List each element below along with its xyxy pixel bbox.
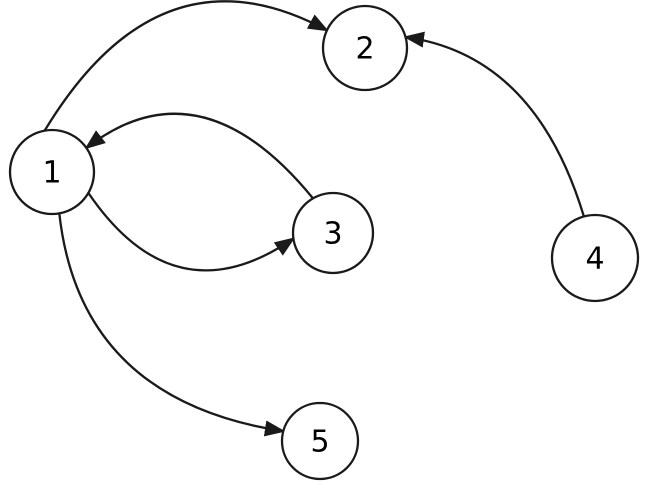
node-circle-1 (8, 128, 96, 216)
edge-3-to-1 (84, 112, 314, 200)
node-label-1: 1 (42, 156, 61, 191)
edge-1-to-3 (87, 192, 296, 272)
node-circle-2 (321, 4, 409, 92)
node-label-3: 3 (323, 217, 342, 252)
node-label-4: 4 (585, 242, 604, 277)
edge-4-to-2 (403, 31, 586, 217)
edge-1-to-5 (58, 213, 286, 437)
graph-node-3: 3 (291, 191, 375, 275)
node-circle-4 (550, 213, 640, 303)
graph-node-4: 4 (550, 213, 640, 303)
graph-node-2: 2 (321, 4, 409, 92)
node-label-2: 2 (355, 32, 374, 67)
edge-1-to-2 (43, 0, 329, 132)
node-circle-5 (280, 401, 360, 481)
node-circle-3 (291, 191, 375, 275)
graph-node-5: 5 (280, 401, 360, 481)
node-label-5: 5 (310, 425, 329, 460)
graph-node-1: 1 (8, 128, 96, 216)
